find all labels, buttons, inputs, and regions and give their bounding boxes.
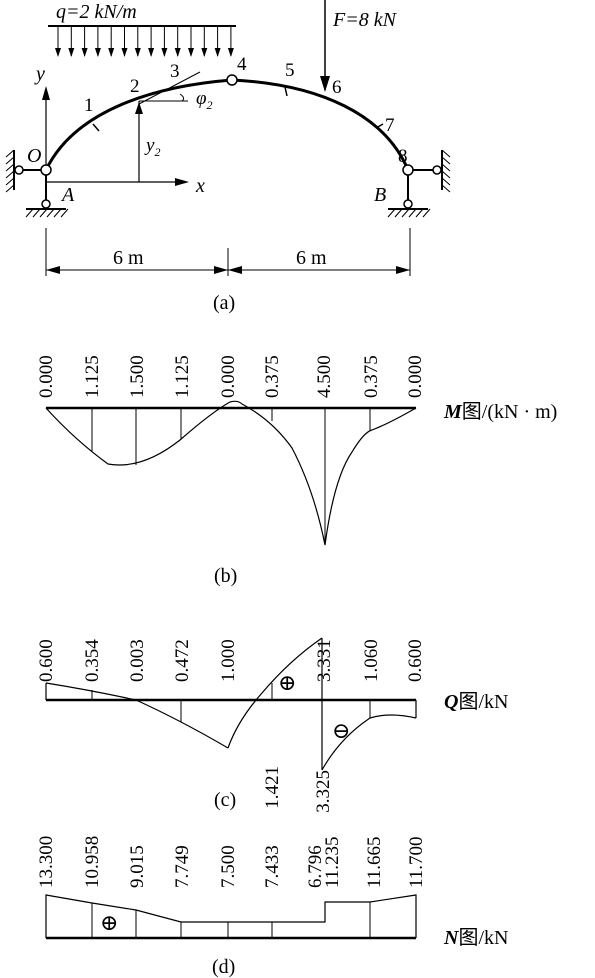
support-B-label: B — [374, 184, 386, 206]
moment-value-label-5: 0.000 — [218, 355, 239, 398]
shear-value-label-8: 0.600 — [405, 639, 426, 682]
support-B: B — [374, 149, 451, 218]
shear-minus-sign: ⊖ — [332, 718, 350, 743]
axial-value-label-2: 10.958 — [82, 836, 103, 888]
caption-d: (d) — [212, 956, 235, 978]
support-A: A — [5, 149, 75, 218]
shear-value-label-7: 1.060 — [361, 639, 382, 682]
moment-value-label-3: 1.500 — [127, 355, 148, 398]
panel-a-arch: q=2 kN/m F=8 kN y x O y2 — [5, 0, 451, 314]
point-label-1: 1 — [84, 95, 94, 116]
shear-plus-sign: ⊕ — [278, 670, 296, 695]
axial-value-label-5: 7.500 — [218, 845, 239, 888]
support-A-label: A — [60, 184, 75, 206]
shear-value-label-3: 0.003 — [127, 639, 148, 682]
panel-b-moment: 0.000 1.125 1.500 1.125 0.000 0.375 4.500 0.375… — [36, 355, 557, 587]
shear-value-label-1: 0.600 — [36, 639, 57, 682]
shear-curve-right — [321, 714, 417, 771]
moment-title: M图/(kN · m) — [443, 401, 557, 423]
axial-value-label-6: 7.433 — [262, 845, 283, 888]
caption-b: (b) — [214, 565, 237, 587]
origin-label: O — [27, 145, 41, 167]
moment-value-label-9: 0.000 — [405, 355, 426, 398]
axis-y-label: y — [34, 63, 45, 85]
load-q-label: q=2 kN/m — [56, 1, 137, 23]
axial-value-label-8: 11.235 — [322, 836, 343, 888]
point-label-6: 6 — [332, 77, 342, 98]
point-label-7: 7 — [385, 115, 395, 136]
axial-value-label-10: 11.700 — [406, 836, 427, 888]
point-label-5: 5 — [285, 60, 295, 81]
moment-values: 0.000 1.125 1.500 1.125 0.000 0.375 4.500 0.375… — [36, 355, 426, 398]
axial-value-label-7: 6.796 — [305, 845, 326, 888]
shear-values: 0.600 0.354 0.003 0.472 1.000 3.331 1.060 0.600… — [36, 639, 426, 813]
crown-hinge — [226, 74, 238, 86]
axial-plus-sign: ⊕ — [100, 910, 118, 935]
axial-value-label-1: 13.300 — [36, 836, 57, 888]
point-label-2: 2 — [130, 76, 140, 97]
moment-ordinates — [91, 408, 371, 545]
point-label-8: 8 — [398, 146, 408, 167]
axial-ordinates — [91, 902, 371, 938]
moment-value-label-7: 4.500 — [314, 355, 335, 398]
shear-title: Q图/kN — [444, 691, 508, 713]
span-right-label: 6 m — [296, 247, 327, 269]
axis-x-label: x — [195, 175, 205, 197]
span-dimensions: 6 m 6 m — [45, 228, 411, 276]
caption-a: (a) — [213, 292, 235, 314]
distributed-load: q=2 kN/m — [48, 1, 236, 57]
shear-curve-left — [45, 682, 229, 749]
moment-value-label-2: 1.125 — [82, 355, 103, 398]
moment-value-label-6: 0.375 — [262, 355, 283, 398]
moment-value-label-4: 1.125 — [172, 355, 193, 398]
span-left-label: 6 m — [113, 247, 144, 269]
arch-right-half — [231, 78, 410, 171]
moment-curve — [45, 400, 417, 546]
load-F-label: F=8 kN — [332, 9, 398, 31]
axial-value-label-3: 9.015 — [127, 845, 148, 888]
coordinate-axes: y x O — [27, 63, 205, 197]
point-load-F: F=8 kN — [320, 0, 398, 92]
point-label-4: 4 — [237, 54, 247, 75]
axial-value-label-4: 7.749 — [172, 845, 193, 888]
section-point-labels: 1 2 3 4 5 6 7 8 — [84, 54, 408, 167]
caption-c: (c) — [214, 789, 236, 811]
shear-curve-mid — [227, 637, 323, 749]
phi2-label: φ2 — [196, 88, 213, 112]
section-ticks — [92, 86, 384, 132]
axial-title: N图/kN — [443, 927, 508, 949]
moment-value-label-8: 0.375 — [361, 355, 382, 398]
y2-label: y2 — [144, 135, 160, 159]
shear-value-label-4: 0.472 — [172, 639, 193, 682]
shear-value-label-5: 1.000 — [218, 639, 239, 682]
shear-value-bottom-1: 1.421 — [262, 766, 283, 809]
axial-value-label-9: 11.665 — [364, 836, 385, 888]
panel-c-shear: 0.600 0.354 0.003 0.472 1.000 3.331 1.060 0.600… — [36, 637, 508, 813]
y2-dimension: y2 φ2 — [135, 71, 213, 182]
shear-value-bottom-2: 3.325 — [313, 770, 334, 813]
moment-value-label-1: 0.000 — [36, 355, 57, 398]
shear-value-label-6: 3.331 — [314, 639, 335, 682]
shear-ordinates — [91, 683, 371, 722]
shear-value-label-2: 0.354 — [82, 639, 103, 682]
arch-left-half — [44, 78, 233, 171]
axial-outline — [45, 894, 417, 938]
point-label-3: 3 — [170, 61, 180, 82]
